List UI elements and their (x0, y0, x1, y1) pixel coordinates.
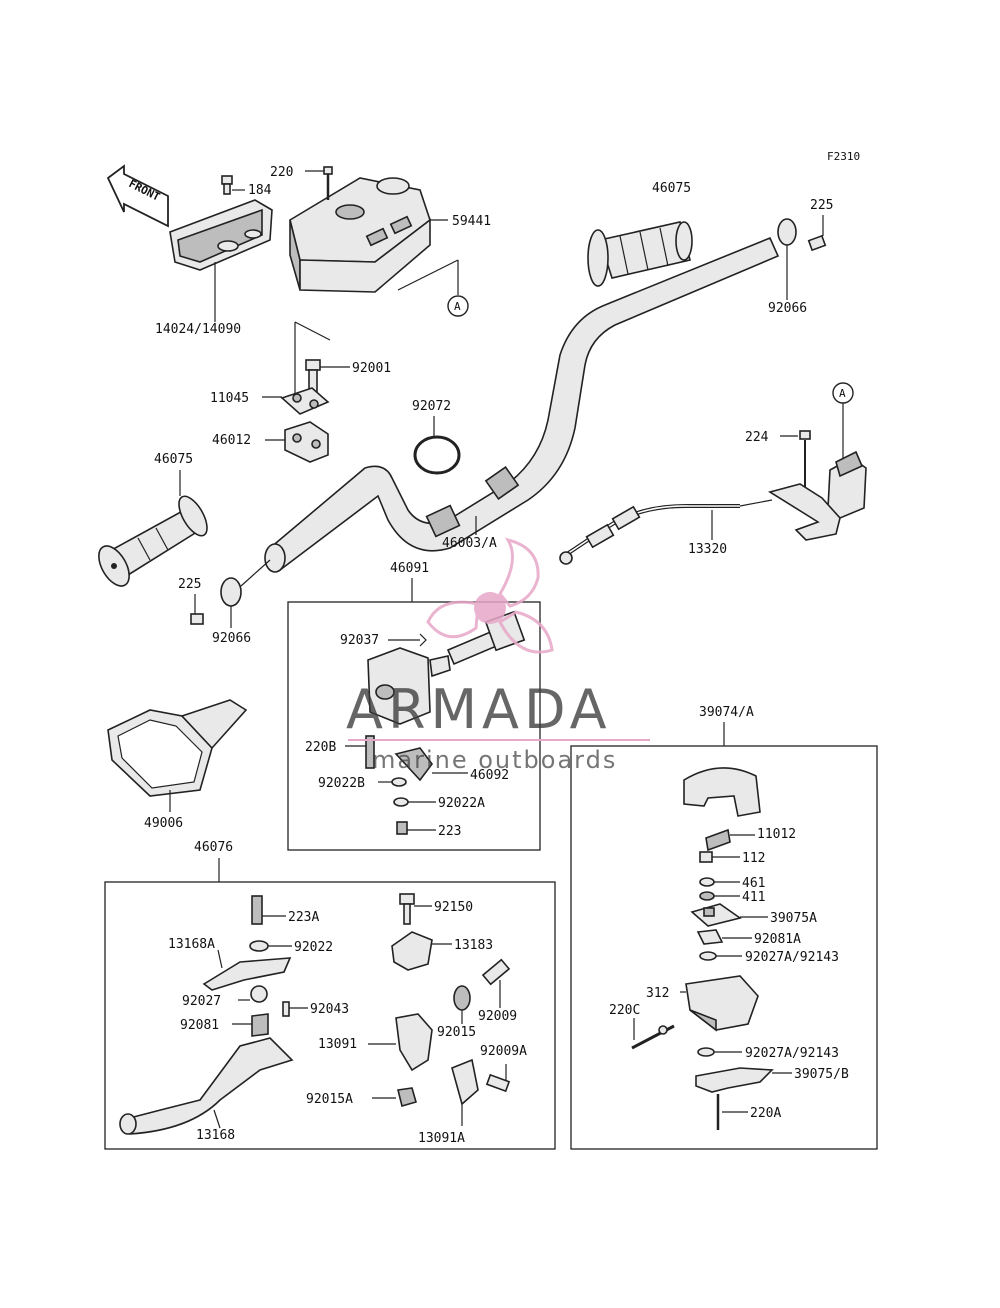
bolt-92001-icon (305, 359, 350, 393)
part-label-92022: 92022 (294, 940, 333, 955)
watermark-brand: ARMADA (346, 678, 612, 741)
part-label-11045: 11045 (210, 391, 249, 406)
watermark-tagline: marine outboards (372, 746, 617, 774)
part-label-46075-left: 46075 (154, 452, 193, 467)
cover-14024-icon (169, 199, 273, 322)
part-label-92081a: 92081A (754, 932, 801, 947)
part-label-461: 461 (742, 876, 765, 891)
part-label-92027a-2: 92027A/92143 (745, 1046, 839, 1061)
holder-11045-icon (262, 387, 330, 415)
part-label-13168: 13168 (196, 1128, 235, 1143)
part-label-184: 184 (248, 183, 272, 198)
part-label-46075-top: 46075 (652, 181, 691, 196)
marker-a2-icon: A (832, 382, 854, 404)
part-label-92037: 92037 (340, 633, 379, 648)
lever-46076-icon (119, 893, 511, 1135)
part-label-46092: 46092 (470, 768, 509, 783)
part-label-220c: 220C (609, 1003, 640, 1018)
part-label-225-top: 225 (810, 198, 833, 213)
part-label-39075a: 39075A (770, 911, 817, 926)
boot-49006-icon (107, 699, 248, 812)
marker-a-label: A (454, 300, 461, 313)
bolt-225-top-icon (777, 215, 827, 300)
part-label-92022a: 92022A (438, 796, 485, 811)
grip-right-icon (587, 221, 693, 287)
switch-39074-icon (631, 767, 792, 1130)
part-label-49006: 49006 (144, 816, 183, 831)
marker-a2-label: A (839, 387, 846, 400)
part-label-92027a-1: 92027A/92143 (745, 950, 839, 965)
switch-housing-59441-icon (289, 177, 459, 341)
part-label-92009: 92009 (478, 1009, 517, 1024)
part-label-39074a: 39074/A (699, 705, 754, 720)
part-label-39075b: 39075/B (794, 1067, 849, 1082)
bolt-184-icon (221, 175, 245, 195)
marker-a-icon: A (447, 295, 469, 317)
grip-left-icon (98, 495, 208, 587)
part-label-112: 112 (742, 851, 765, 866)
part-label-92150: 92150 (434, 900, 473, 915)
part-label-312: 312 (646, 986, 669, 1001)
part-label-13091: 13091 (318, 1037, 357, 1052)
part-label-59441: 59441 (452, 214, 491, 229)
part-label-220b: 220B (305, 740, 336, 755)
part-label-224: 224 (745, 430, 769, 445)
part-label-225-left: 225 (178, 577, 201, 592)
clamp-92072-icon (413, 416, 461, 475)
armada-logo-icon (426, 537, 554, 654)
part-label-14024-14090: 14024/14090 (155, 322, 241, 337)
handlebar-46003-icon (264, 236, 780, 573)
part-label-92001: 92001 (352, 361, 391, 376)
part-label-92027: 92027 (182, 994, 221, 1009)
part-label-46091: 46091 (390, 561, 429, 576)
group-box-39074 (570, 745, 878, 1150)
part-label-92022b: 92022B (318, 776, 365, 791)
part-label-13091a: 13091A (418, 1131, 465, 1146)
part-label-92066-top: 92066 (768, 301, 807, 316)
part-label-13168a: 13168A (168, 937, 215, 952)
part-label-92009a: 92009A (480, 1044, 527, 1059)
part-label-92015a: 92015A (306, 1092, 353, 1107)
part-label-411: 411 (742, 890, 765, 905)
holder-46012-icon (265, 421, 329, 463)
part-label-220a: 220A (750, 1106, 781, 1121)
part-label-92072: 92072 (412, 399, 451, 414)
part-label-223: 223 (438, 824, 461, 839)
part-label-223a: 223A (288, 910, 319, 925)
part-label-92043: 92043 (310, 1002, 349, 1017)
bolt-220-icon (305, 166, 333, 200)
part-label-46076: 46076 (194, 840, 233, 855)
part-label-46012: 46012 (212, 433, 251, 448)
bolt-225-left-icon (190, 559, 271, 628)
figure-code: F2310 (827, 150, 860, 163)
part-label-46003a: 46003/A (442, 536, 497, 551)
part-label-92066-left: 92066 (212, 631, 251, 646)
part-label-13320: 13320 (688, 542, 727, 557)
part-label-13183: 13183 (454, 938, 493, 953)
part-label-92015: 92015 (437, 1025, 476, 1040)
group-box-46076 (104, 881, 556, 1150)
armada-watermark: ARMADA marine outboards (346, 537, 650, 774)
throttle-assembly-icon (559, 400, 867, 565)
group-box-46091 (287, 601, 541, 851)
part-label-220: 220 (270, 165, 293, 180)
front-arrow-icon: FRONT (106, 164, 169, 228)
part-label-11012: 11012 (757, 827, 796, 842)
switch-46091-icon (345, 610, 526, 835)
part-label-92081: 92081 (180, 1018, 219, 1033)
